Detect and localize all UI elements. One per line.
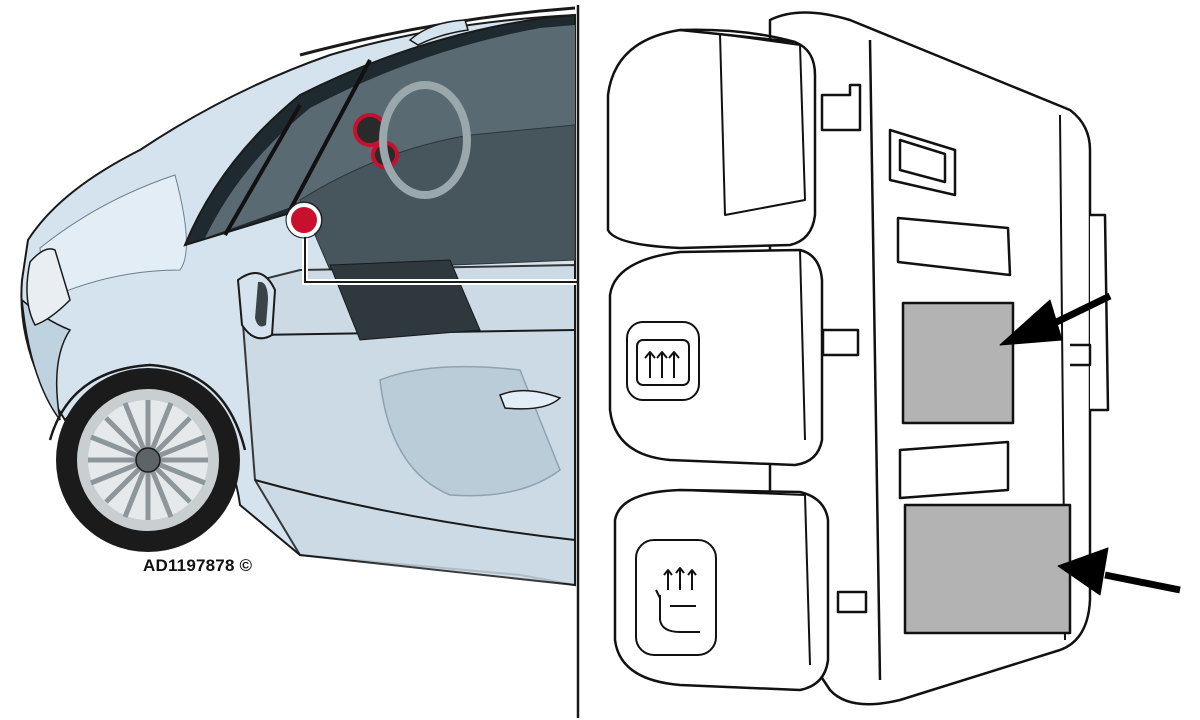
car-illustration [20, 6, 578, 587]
switch-pack-illustration [606, 11, 1181, 706]
door-sill [254, 479, 576, 541]
highlight-pad-upper [901, 301, 1015, 425]
front-bumper [21, 298, 72, 421]
reference-code: AD1197878 © [143, 556, 253, 575]
wiper-right [288, 59, 372, 211]
rear-defrost-icon [644, 351, 680, 378]
roof-antenna [408, 19, 469, 46]
lower-tab [898, 440, 1010, 500]
headlight [26, 248, 71, 326]
hood-panel [39, 174, 187, 301]
wiper-left [223, 104, 302, 236]
housing-rail [868, 39, 882, 681]
marker-dot [287, 203, 321, 237]
location-marker [285, 201, 578, 285]
clip-top [820, 83, 862, 132]
door-handle [499, 389, 562, 410]
switch-button-bottom [613, 488, 830, 692]
clip-mid [821, 328, 860, 357]
steering-wheel [379, 81, 471, 199]
wheel-arch [48, 363, 247, 451]
clip-bottom [836, 590, 868, 614]
right-clip [1090, 213, 1110, 412]
dashboard [299, 124, 576, 271]
arrow-lower [1057, 547, 1181, 596]
heated-seat-icon [655, 567, 700, 633]
front-wheel [56, 368, 240, 552]
upper-tab [896, 216, 1012, 277]
switch-button-top [606, 28, 817, 250]
wing-mirror-glass [255, 281, 268, 327]
blank-button-icon [719, 33, 806, 216]
switch-button-middle [608, 248, 824, 467]
highlight-pad-lower [903, 503, 1072, 635]
arrow-upper [999, 292, 1112, 346]
